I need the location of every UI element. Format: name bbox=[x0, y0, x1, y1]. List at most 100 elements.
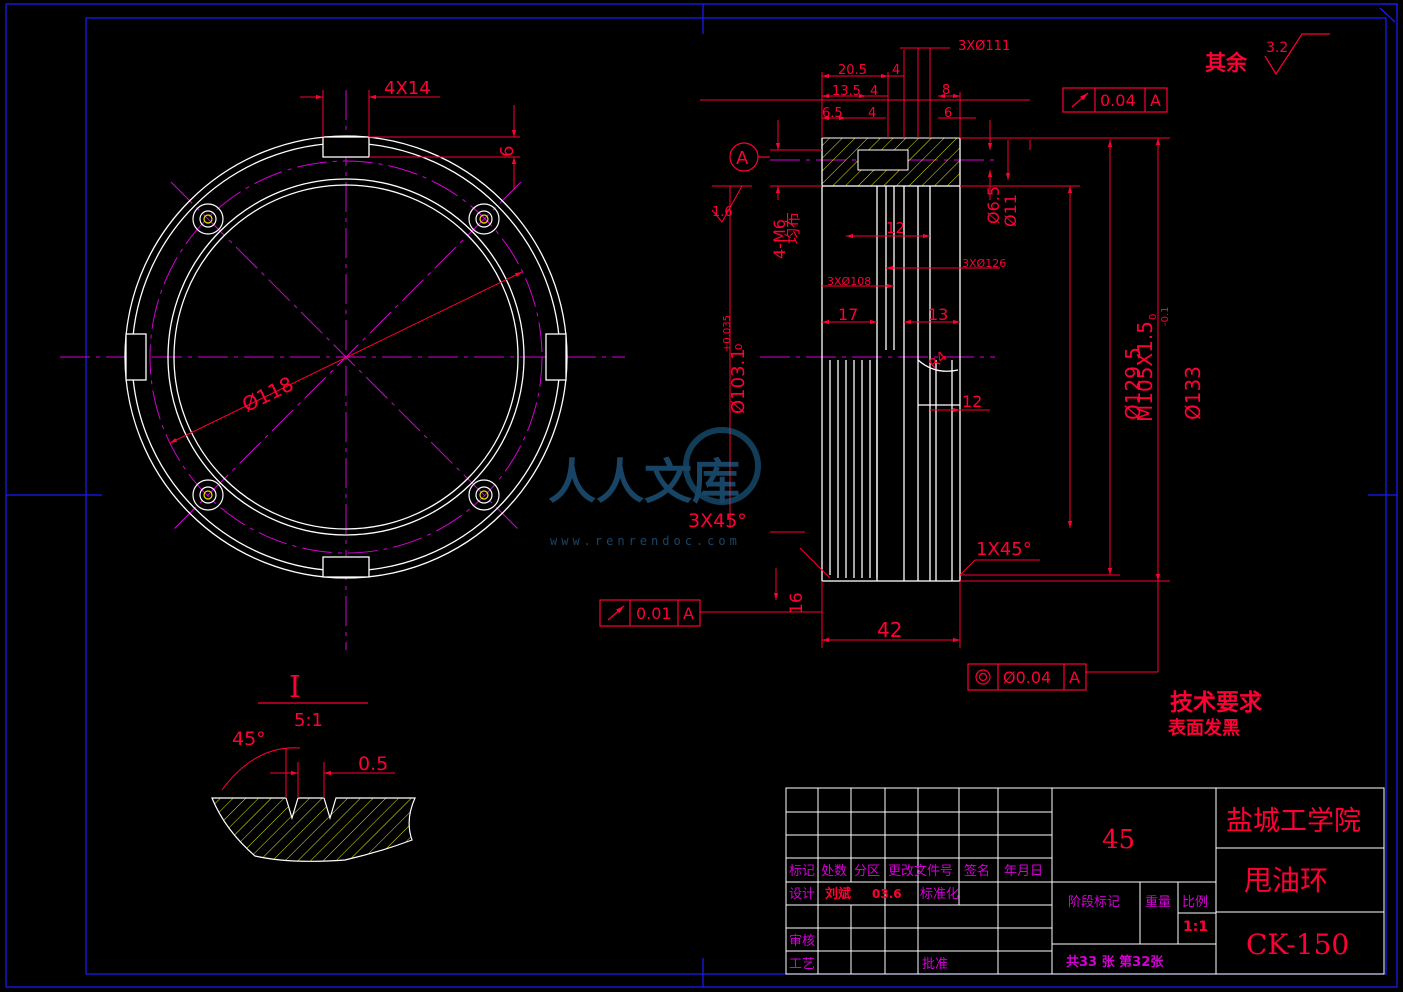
part-name: 甩油环 bbox=[1244, 864, 1328, 897]
bolt-hole bbox=[468, 203, 500, 235]
dim-text: Ø11 bbox=[1001, 194, 1020, 227]
watermark: 人人文库 www.renrendoc.com bbox=[548, 427, 761, 548]
dim-text: Ø103.1 bbox=[728, 348, 749, 414]
detail-label: I bbox=[289, 670, 301, 705]
dim-text: 20.5 bbox=[838, 63, 867, 78]
dim-text: 6 bbox=[944, 106, 952, 121]
fcf-top bbox=[1062, 87, 1168, 113]
fcf-left bbox=[599, 599, 701, 627]
title-block-text: 盐城工学院 甩油环 CK-150 45 标记 处数 分区 更改文件号 签名 年月… bbox=[789, 806, 1361, 972]
detail-scale: 5:1 bbox=[294, 710, 323, 731]
design-date: 03.6 bbox=[872, 887, 902, 901]
header-count: 处数 bbox=[821, 864, 847, 879]
weight-label: 重量 bbox=[1145, 894, 1171, 910]
watermark-url: www.renrendoc.com bbox=[550, 534, 741, 548]
dim-text: 0 bbox=[734, 344, 745, 350]
slot-count-dimension: 4X14 bbox=[384, 78, 431, 99]
dim-text: Ø6.5 bbox=[984, 186, 1003, 224]
side-view-hatched bbox=[821, 137, 961, 187]
school-name: 盐城工学院 bbox=[1226, 806, 1361, 837]
drawing-number: CK-150 bbox=[1246, 928, 1349, 961]
designer-name: 刘斌 bbox=[825, 886, 851, 902]
detail-view: I 5:1 45° 0.5 bbox=[211, 670, 416, 862]
header-signature: 签名 bbox=[964, 863, 990, 879]
dim-text: -0.1 bbox=[1160, 306, 1171, 326]
title-block bbox=[785, 787, 1385, 975]
side-view: A 3XØ111 20.5 4 13.5 4 8 6.5 4 6 Ø6.5 Ø1… bbox=[599, 39, 1205, 691]
dim-text: 3XØ111 bbox=[958, 39, 1010, 54]
fcf-bottom-value: Ø0.04 bbox=[1003, 668, 1051, 687]
dim-text: 4 bbox=[868, 106, 876, 121]
dim-text: Ø129.5 bbox=[1121, 347, 1145, 420]
fcf-bottom bbox=[967, 663, 1087, 691]
dim-text: 12 bbox=[886, 219, 905, 237]
dim-text: +0.035 bbox=[722, 315, 733, 352]
fcf-left-datum: A bbox=[683, 604, 694, 623]
dim-text: 3X45° bbox=[688, 510, 747, 532]
header-change-doc: 更改文件号 bbox=[888, 864, 953, 879]
watermark-logo bbox=[683, 427, 761, 505]
detail-section bbox=[211, 797, 416, 862]
header-zone: 分区 bbox=[854, 864, 880, 879]
dim-text: M105X1.5 bbox=[1133, 321, 1157, 422]
standardize-label: 标准化 bbox=[920, 887, 959, 902]
material: 45 bbox=[1102, 825, 1135, 855]
bolt-hole bbox=[192, 203, 224, 235]
dim-text: 4 bbox=[892, 63, 900, 78]
dim-text: 0 bbox=[1148, 314, 1159, 320]
datum-a-marker bbox=[729, 142, 770, 172]
dim-text: 3XØ108 bbox=[827, 275, 871, 288]
dim-text: 6.5 bbox=[822, 106, 843, 121]
datum-a-label: A bbox=[736, 148, 749, 169]
watermark-text: 人人文库 bbox=[548, 454, 740, 510]
tech-requirements: 技术要求 表面发黑 bbox=[1168, 690, 1262, 739]
diameter-dimension: Ø118 bbox=[238, 372, 297, 417]
dim-text: 42 bbox=[877, 618, 902, 642]
front-view: 4X14 6 Ø118 bbox=[60, 78, 625, 650]
header-date: 年月日 bbox=[1004, 864, 1043, 879]
fcf-top-datum: A bbox=[1150, 91, 1161, 110]
side-view-dimensions bbox=[700, 47, 1170, 673]
dim-text: 12 bbox=[962, 392, 982, 411]
side-view-outline bbox=[821, 138, 961, 582]
tech-requirements-title: 技术要求 bbox=[1170, 690, 1262, 716]
dim-text: 3XØ126 bbox=[962, 257, 1006, 270]
sheet-count: 共33 张 第32张 bbox=[1066, 954, 1164, 970]
bolt-holes bbox=[192, 203, 500, 511]
detail-angle: 45° bbox=[232, 728, 266, 750]
stage-label: 阶段标记 bbox=[1068, 895, 1120, 910]
dim-text: 13.5 bbox=[832, 84, 861, 99]
fcf-bottom-datum: A bbox=[1069, 668, 1080, 687]
dim-text: 8 bbox=[942, 83, 950, 98]
dim-text: 1X45° bbox=[976, 539, 1032, 560]
dim-text: 4-M6 bbox=[770, 219, 789, 259]
dim-text: 均布 bbox=[783, 212, 802, 244]
dim-text: 1.6 bbox=[712, 205, 733, 220]
roughness-note-symbol bbox=[1264, 33, 1330, 76]
roughness-note: 其余 3.2 bbox=[1205, 33, 1330, 76]
tech-requirements-item: 表面发黑 bbox=[1168, 717, 1240, 739]
process-label: 工艺 bbox=[789, 957, 815, 972]
dim-text: 16 bbox=[787, 592, 807, 614]
dim-text: 17 bbox=[838, 305, 858, 324]
dim-text: 13 bbox=[928, 305, 948, 324]
slot-depth-dimension: 6 bbox=[497, 146, 518, 157]
fcf-top-value: 0.04 bbox=[1100, 91, 1136, 110]
fcf-left-value: 0.01 bbox=[636, 604, 672, 623]
roughness-symbol bbox=[711, 185, 743, 223]
front-view-dimensions bbox=[169, 90, 523, 444]
bolt-hole bbox=[468, 479, 500, 511]
dim-text: 4 bbox=[870, 84, 878, 99]
ratio-label: 比例 bbox=[1182, 895, 1208, 910]
ratio-value: 1:1 bbox=[1183, 919, 1208, 935]
approve-label: 批准 bbox=[922, 957, 948, 972]
header-mark: 标记 bbox=[789, 864, 815, 879]
roughness-note-label: 其余 bbox=[1205, 51, 1248, 75]
bolt-hole bbox=[192, 479, 224, 511]
review-label: 审核 bbox=[789, 934, 815, 949]
sheet-frame bbox=[5, 3, 1398, 988]
roughness-note-value: 3.2 bbox=[1266, 40, 1288, 56]
dim-text: Ø133 bbox=[1181, 366, 1205, 420]
design-label: 设计 bbox=[789, 887, 815, 902]
